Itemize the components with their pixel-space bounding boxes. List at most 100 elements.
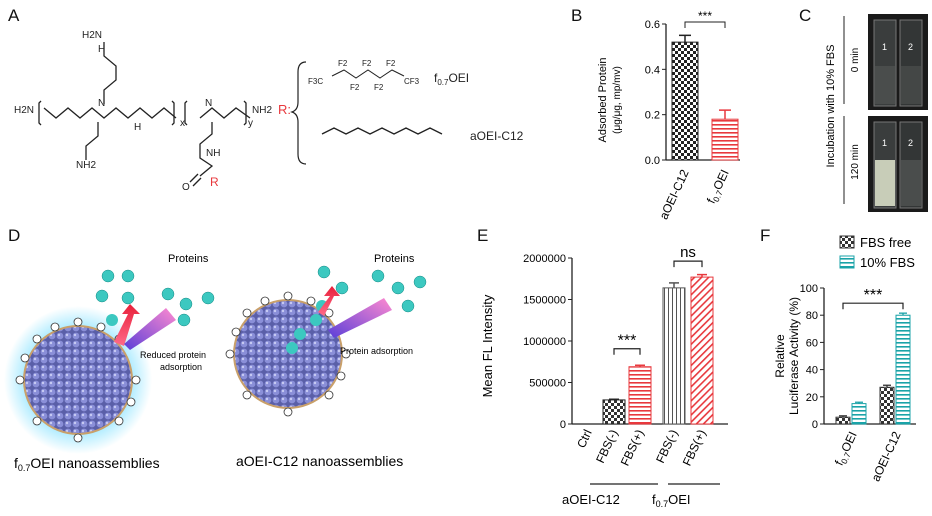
atom-n: N <box>98 98 105 109</box>
proteins-label-left: Proteins <box>168 253 209 265</box>
y-tick-label: 0 <box>812 419 818 431</box>
y-tick-label: 20 <box>806 392 818 404</box>
surface-charges-right <box>225 291 351 417</box>
chart-b-ylabel-2: (μg/μg, mp/mv) <box>612 66 623 134</box>
y-tick-label: 60 <box>806 337 818 349</box>
x-tick-label-part2: OEI <box>838 429 859 454</box>
y-tick-label: 500000 <box>529 378 566 390</box>
x-tick-label-part2: OEI <box>710 167 731 192</box>
alkyl-name: aOEI-C12 <box>470 129 524 143</box>
chart-f-ylabel-1: Relative <box>773 334 787 378</box>
x-tick-label: aOEI-C12 <box>656 167 691 220</box>
particle-right <box>233 299 343 409</box>
caption-right: aOEI-C12 nanoassemblies <box>236 453 403 469</box>
y-tick-label: 100 <box>800 283 818 295</box>
chart-f-ylabel-2: Luciferase Activity (%) <box>787 297 801 415</box>
significance-bracket <box>842 302 904 310</box>
y-tick-label: 80 <box>806 310 818 322</box>
panel-label-c: C <box>799 6 812 25</box>
alkyl-chain <box>321 127 443 135</box>
bar <box>879 386 895 425</box>
bar <box>628 366 652 425</box>
svg-text:F2: F2 <box>338 59 348 68</box>
fluoro-name: f0.7OEI <box>434 71 469 87</box>
bar <box>662 287 686 425</box>
cuvette-title: Incubation with 10% FBS <box>825 45 837 168</box>
x-tick-label: FBS(-) <box>593 427 621 465</box>
bar <box>851 403 867 425</box>
bar <box>671 41 699 161</box>
legend-label: 10% FBS <box>860 255 915 270</box>
ns-bracket <box>673 260 703 268</box>
atom-h2n-left: H2N <box>14 105 34 116</box>
legend-swatch <box>839 255 855 269</box>
atom-h2n-top: H2N <box>82 30 102 41</box>
x-tick-label-part: f <box>704 196 718 206</box>
atom-nh2-bottom: NH2 <box>76 160 96 171</box>
fluoro-chain: F3C F2 F2 F2 F2 F2 CF3 <box>308 59 420 92</box>
x-tick-label: FBS(-) <box>653 427 681 465</box>
x-tick-label: FBS(+) <box>618 427 647 468</box>
photo-0-min: 1 2 <box>868 14 928 110</box>
svg-text:2: 2 <box>908 42 913 52</box>
x-tick-label: FBS(+) <box>680 427 709 468</box>
svg-text:1: 1 <box>882 138 887 148</box>
stars-bracket <box>613 348 641 355</box>
y-tick-label: 40 <box>806 365 818 377</box>
panel-label-d: D <box>8 226 21 245</box>
panel-label-f: F <box>760 226 771 245</box>
panel-label-b: B <box>571 6 583 25</box>
y-tick-label: 2000000 <box>523 253 566 265</box>
x-tick-label-sub: 0.7 <box>839 450 853 465</box>
incoming-arrow <box>124 308 176 350</box>
panel-label-a: A <box>8 6 20 25</box>
y-tick-label: 0.2 <box>645 110 660 122</box>
y-tick-label: 0.4 <box>645 64 660 76</box>
atom-o: O <box>182 182 190 193</box>
svg-text:1: 1 <box>882 42 887 52</box>
protein-on-surface-left <box>106 314 118 326</box>
legend-swatch <box>839 235 855 249</box>
svg-text:2: 2 <box>908 138 913 148</box>
ns-label: ns <box>680 244 696 261</box>
reflect-arrow-right <box>318 286 340 316</box>
chart-b: Adsorbed Protein (μg/μg, mp/mv) 0.00.20.… <box>597 9 740 220</box>
reduced-protein-line1: Reduced protein <box>140 350 206 360</box>
x-tick-label: Ctrl <box>574 427 595 450</box>
y-tick-label: 0 <box>560 419 566 431</box>
bar <box>835 416 851 425</box>
r-brace <box>290 61 307 165</box>
bar <box>711 118 739 161</box>
stars-label: *** <box>618 333 637 350</box>
group-label-right: f0.7OEI <box>652 492 691 509</box>
atom-n-right: N <box>205 98 212 109</box>
adsorbed-proteins-right <box>286 300 328 354</box>
panel-label-e: E <box>477 226 489 245</box>
chart-e-ylabel: Mean FL Intensity <box>480 294 495 397</box>
svg-text:F2: F2 <box>350 83 360 92</box>
group-label-left: aOEI-C12 <box>562 492 620 507</box>
time-120-min: 120 min <box>850 144 861 180</box>
chart-f: Relative Luciferase Activity (%) 0 20 40 60… <box>773 235 916 484</box>
svg-text:F3C: F3C <box>308 77 323 86</box>
legend-label: FBS free <box>860 235 911 250</box>
svg-text:F2: F2 <box>374 83 384 92</box>
bar <box>602 399 626 425</box>
y-tick-label: 1000000 <box>523 336 566 348</box>
incoming-arrow-right <box>328 298 392 338</box>
atom-h-backbone: H <box>134 122 141 133</box>
subscript-x: x <box>180 118 185 129</box>
significance-label: *** <box>698 9 712 23</box>
x-tick-label: f0.7OEI <box>704 167 734 206</box>
chart-e: Mean FL Intensity 0 500000 1000000 1500000 2… <box>480 244 728 509</box>
photo-120-min: 1 2 <box>868 116 928 212</box>
cuvette-photos: Incubation with 10% FBS 0 min 120 min 1 … <box>825 14 928 212</box>
reflect-arrow <box>114 304 140 346</box>
bar <box>895 314 911 425</box>
nanoassembly-illustration: Proteins Reduced protein adsorption Prot… <box>4 253 427 473</box>
x-tick-label-sub: 0.7 <box>711 188 725 203</box>
svg-text:F2: F2 <box>362 59 372 68</box>
protein-adsorption-label: Protein adsorption <box>340 346 413 356</box>
svg-text:F2: F2 <box>386 59 396 68</box>
y-tick-label: 1500000 <box>523 295 566 307</box>
